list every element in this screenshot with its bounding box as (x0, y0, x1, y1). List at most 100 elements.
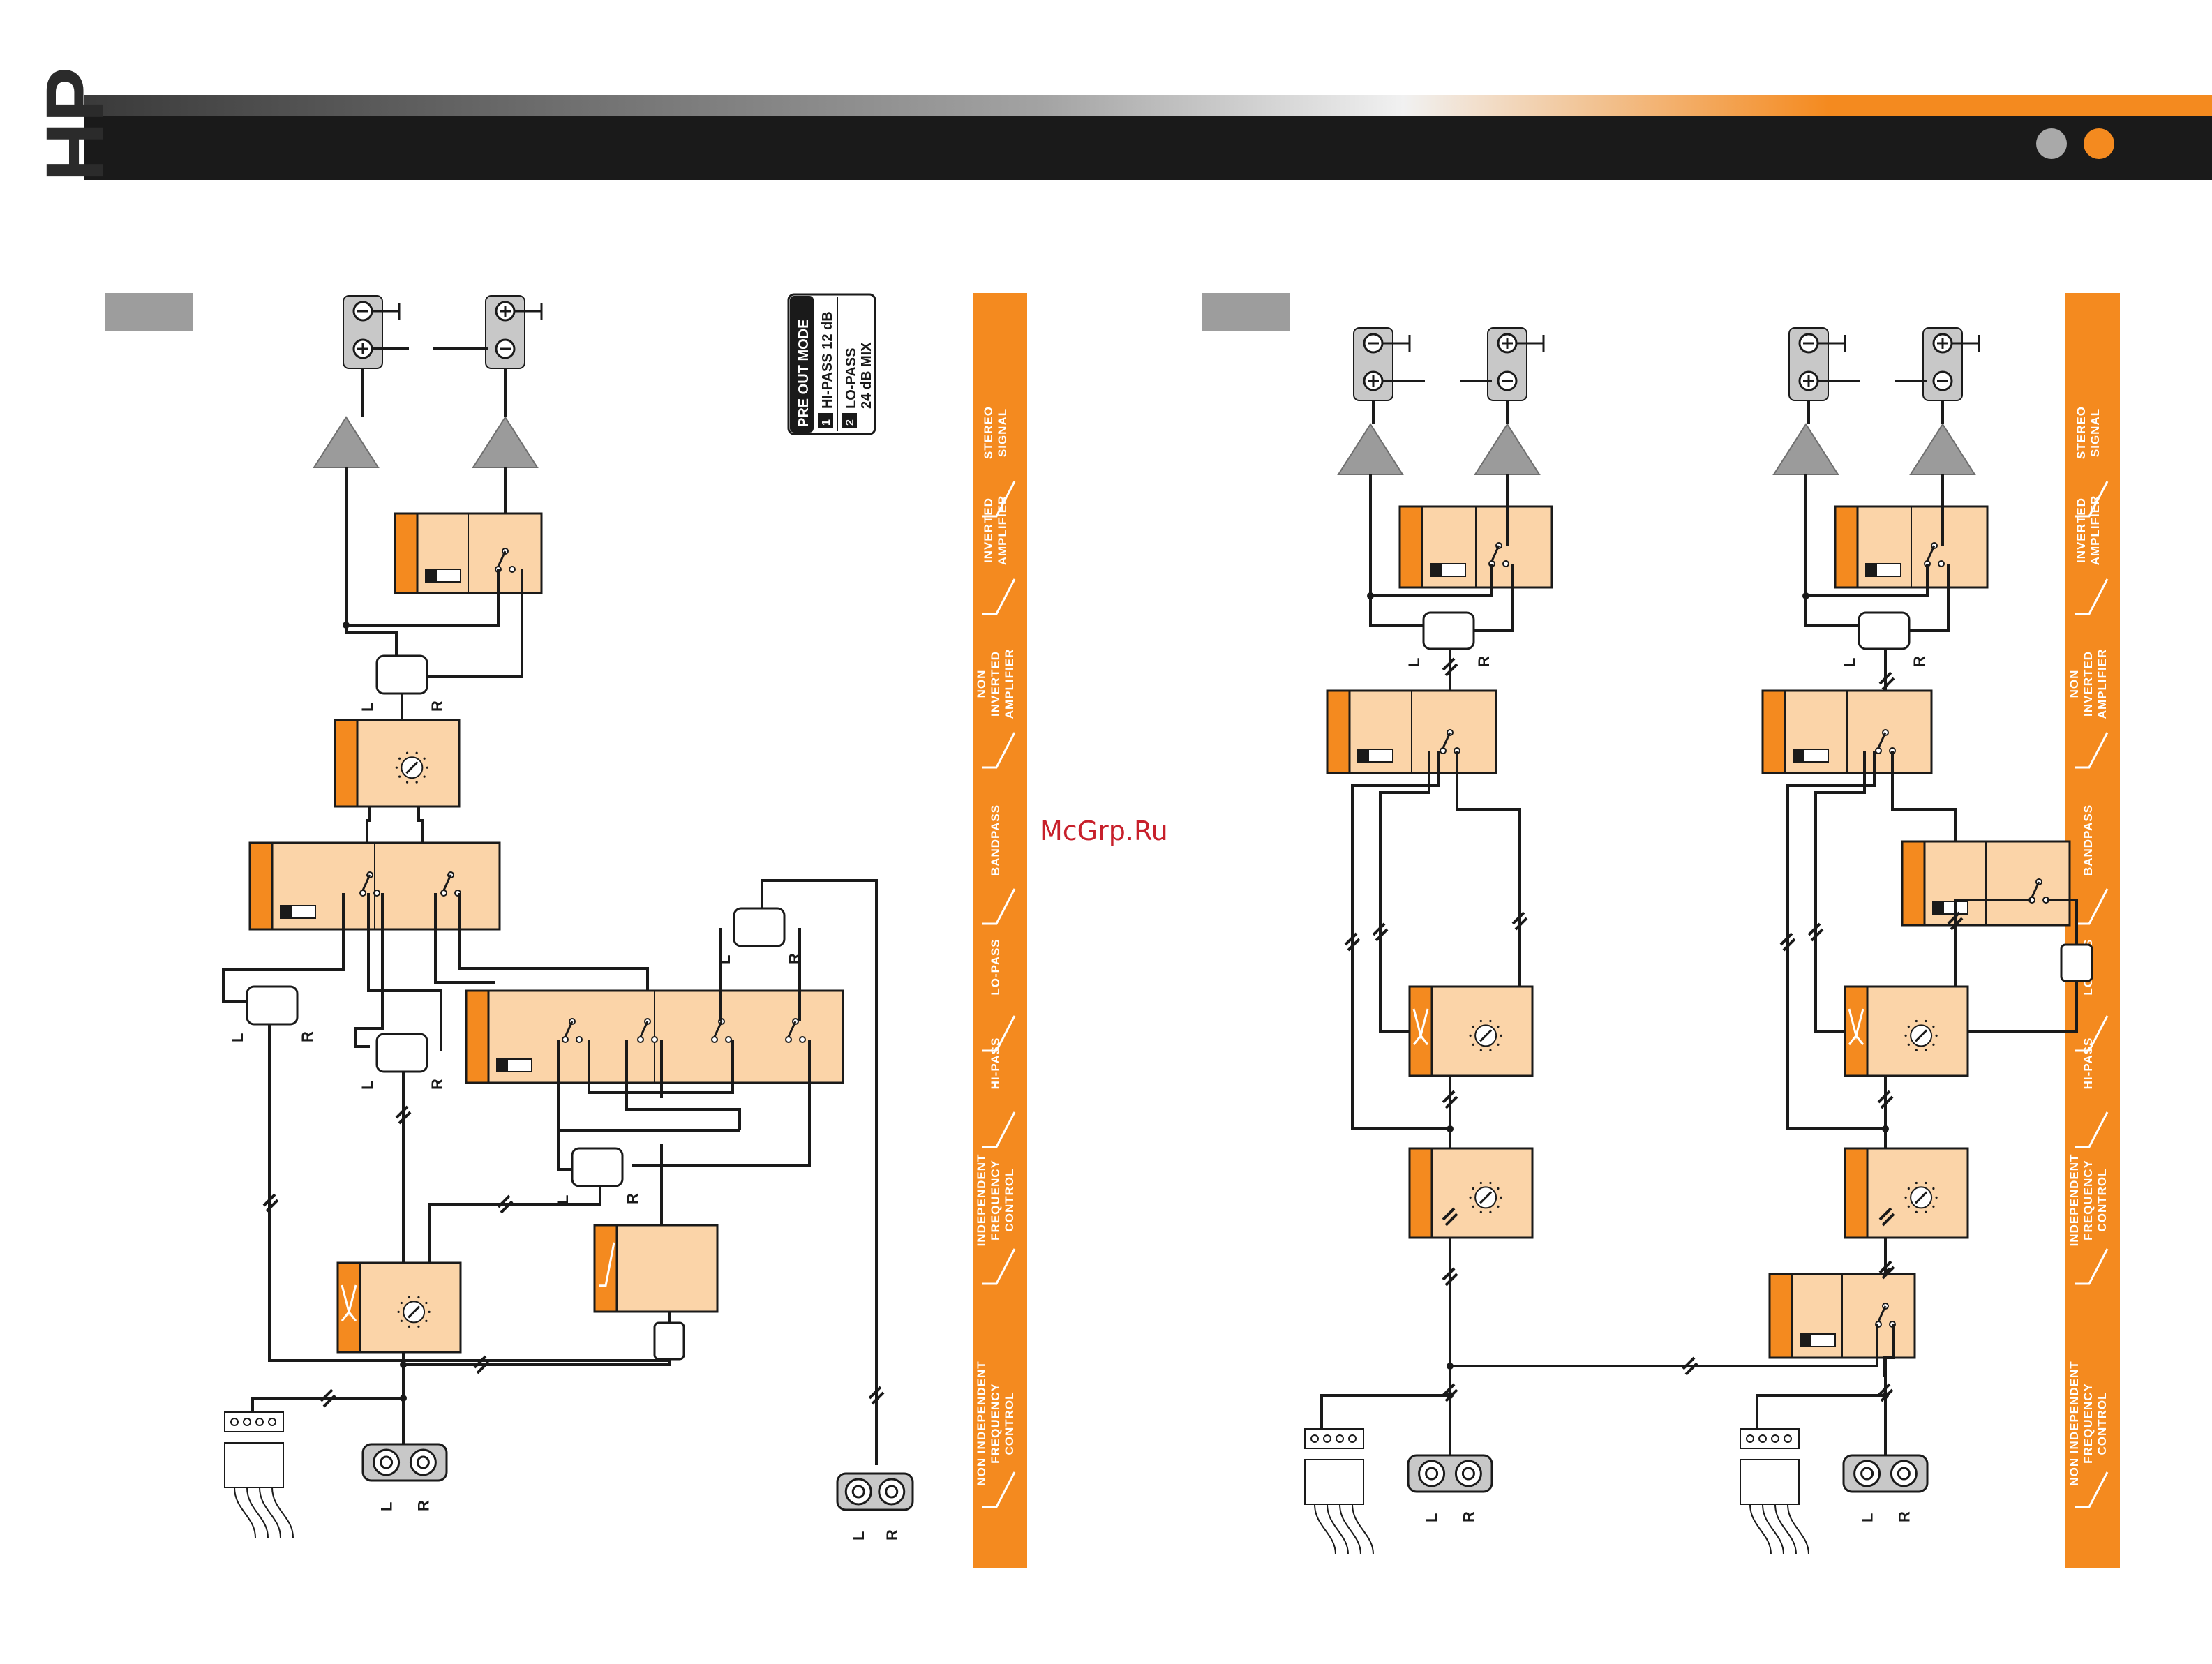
header-black-bar (84, 116, 2212, 180)
amp-left (313, 416, 380, 468)
signal-wire (367, 893, 442, 1051)
side-legend-icon (982, 1471, 1016, 1508)
toggle-xo-1 (359, 871, 380, 897)
junction-dot (1802, 592, 1809, 599)
bandpass-knob-panel (336, 1261, 462, 1354)
stereo-signal-mark (1372, 922, 1389, 942)
stereo-signal-mark (320, 1388, 336, 1408)
speaker-right-ch1 (485, 295, 543, 369)
signal-wire (1379, 751, 1430, 1033)
gain-knob-panel (1408, 1147, 1534, 1239)
side-legend-icon (982, 888, 1016, 925)
side-legend-label: FREQUENCY (989, 1383, 1002, 1464)
signal-wire (345, 467, 398, 656)
stereo-signal-mark (1442, 1383, 1458, 1402)
signal-wire (366, 807, 371, 847)
channel-label-left: L (554, 1195, 571, 1204)
amp-right (1474, 423, 1541, 475)
gain-knob-panel (1844, 1147, 1969, 1239)
pre-out-mode-legend: PRE OUT MODE 1 HI-PASS 12 dB 2 LO-PASS 2… (787, 293, 876, 435)
extra-switch-panel (1901, 840, 2071, 927)
side-legend-label: FREQUENCY (2082, 1383, 2095, 1464)
toggle-m2 (637, 1018, 658, 1043)
side-legend-label: INVERTED (2075, 497, 2088, 563)
legend-title: PRE OUT MODE (796, 320, 812, 427)
channel-label-right: R (1460, 1511, 1477, 1522)
side-legend-icon (982, 1248, 1016, 1285)
signal-wire (428, 1186, 601, 1263)
signal-wire (1456, 751, 1521, 991)
channel-label-left: L (1859, 1513, 1876, 1522)
signal-wire (625, 1040, 741, 1130)
stereo-signal-mark (395, 1105, 412, 1125)
stereo-signal-mark (1682, 1356, 1698, 1376)
side-legend-icon (982, 1111, 1016, 1148)
side-legend-label: LO-PASS (989, 938, 1002, 995)
junction-dot (1447, 1125, 1454, 1132)
signal-wire (761, 879, 878, 1465)
channel-label-right: R (299, 1031, 316, 1042)
stereo-signal-mark (497, 1194, 514, 1214)
stereo-signal-mark (1807, 922, 1824, 942)
link-switch-panel (1768, 1273, 1916, 1359)
junction-dot (1882, 1125, 1889, 1132)
side-legend-label: NON (2068, 670, 2081, 698)
svg-text:HP: HP (29, 67, 121, 181)
side-legend-bar-left (973, 293, 1027, 1568)
speaker-left-ch1 (343, 295, 401, 369)
signal-wire (1474, 564, 1514, 632)
side-legend-icon (2075, 888, 2109, 925)
side-legend-label: NON (975, 670, 988, 698)
junction-dot (400, 1361, 407, 1368)
brand-logo: HP (29, 67, 121, 181)
signal-wire (1370, 564, 1493, 597)
side-legend-label: FREQUENCY (989, 1160, 1002, 1240)
side-legend-label: CONTROL (1003, 1391, 1016, 1455)
switch-panel-out (394, 512, 543, 594)
stereo-signal-mark (473, 1355, 490, 1374)
side-legend-label: HI-PASS (989, 1037, 1002, 1090)
signal-wire (1806, 564, 1929, 597)
toggle-m4 (785, 1018, 806, 1043)
side-legend-label: NON INDEPENDENT (975, 1361, 988, 1485)
channel-label-right: R (1895, 1511, 1913, 1522)
hipass-knob-panel (593, 1224, 719, 1313)
side-legend-icon (2075, 732, 2109, 769)
side-legend-icon (982, 1015, 1016, 1052)
gain-knob-panel (334, 719, 461, 808)
signal-wire (354, 893, 384, 1048)
amp-right (472, 416, 539, 468)
side-legend-label: FREQUENCY (2082, 1160, 2095, 1240)
header-gradient-bar (84, 95, 2212, 116)
side-legend-icon (982, 481, 1016, 518)
stereo-signal-mark (1344, 932, 1361, 952)
side-legend-label: BANDPASS (2082, 804, 2095, 876)
channel-label-left: L (359, 703, 376, 712)
filter-module (653, 1321, 685, 1361)
signal-wire (427, 569, 523, 678)
stereo-signal-mark (1442, 1090, 1458, 1109)
side-legend-label: AMPLIFIER (2095, 649, 2109, 719)
legend-item-2-line2: 24 dB MIX (859, 342, 874, 409)
side-legend-bar-right (2065, 293, 2120, 1568)
stereo-signal-mark (1878, 1207, 1895, 1227)
signal-wire (417, 807, 424, 847)
header-dot-grey (2036, 128, 2067, 159)
mode-switch-panel (1761, 689, 1933, 774)
channel-label-right: R (1475, 656, 1493, 667)
side-legend-label: SIGNAL (2088, 408, 2102, 457)
legend-item-2: LO-PASS (844, 348, 859, 409)
side-legend-label: STEREO (982, 406, 995, 459)
stereo-signal-mark (1779, 932, 1796, 952)
speaker-right (1487, 327, 1545, 401)
side-legend-icon (982, 578, 1016, 615)
signal-wire (1320, 1394, 1450, 1429)
toggle-m1 (562, 1018, 583, 1043)
stereo-signal-mark (868, 1386, 885, 1405)
